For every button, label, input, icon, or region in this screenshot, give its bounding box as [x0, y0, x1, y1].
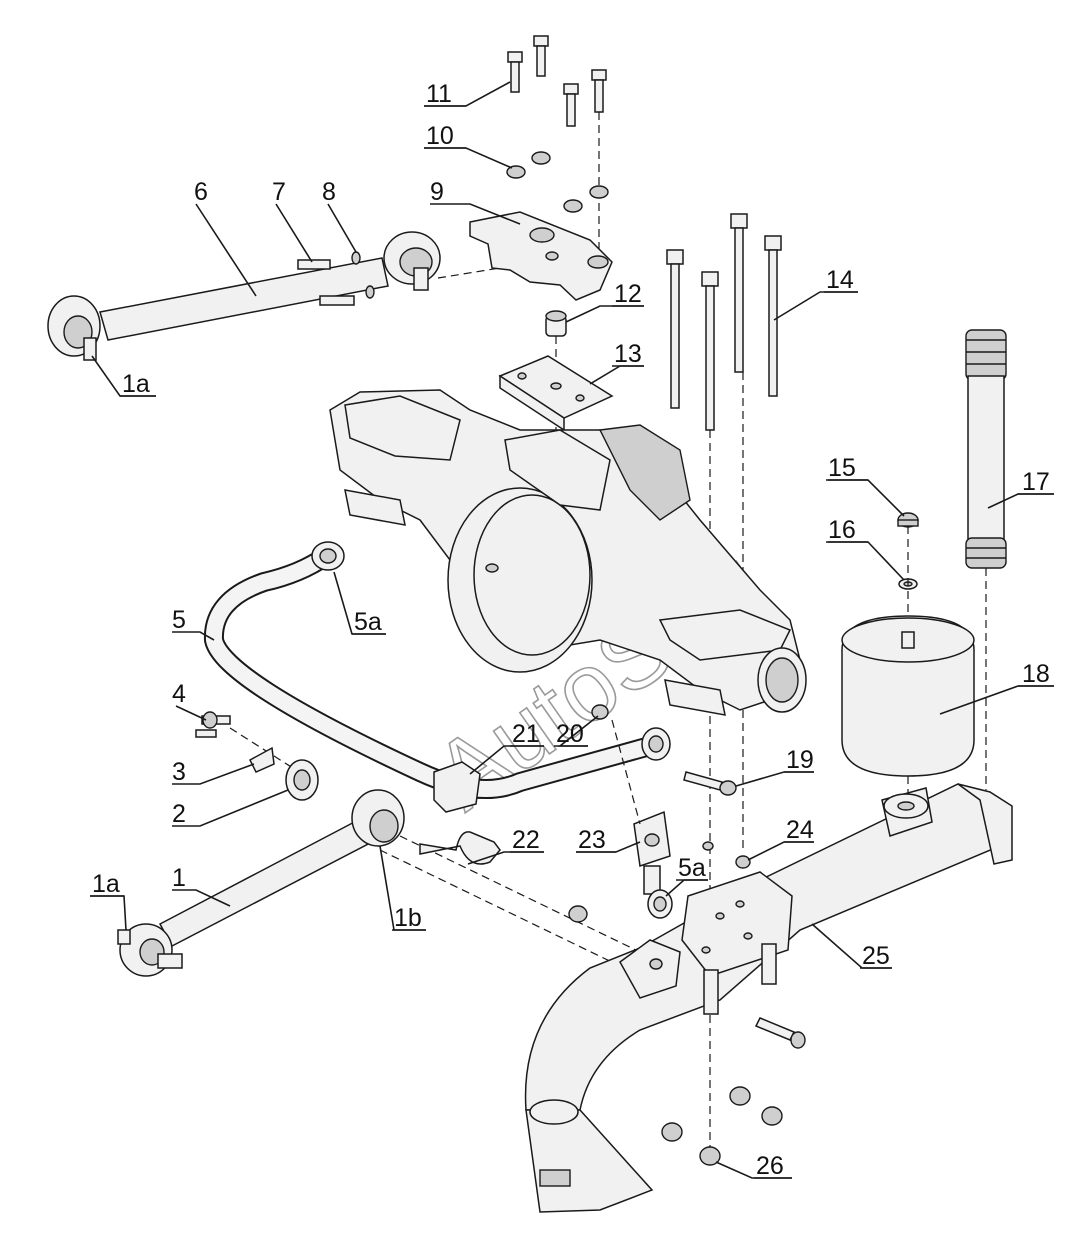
- label-1b: 1b: [394, 904, 422, 932]
- bolts-11: [507, 35, 607, 127]
- plate-13: [498, 355, 614, 432]
- label-8: 8: [322, 178, 336, 206]
- label-1a-top: 1a: [122, 370, 150, 398]
- small-nut: [568, 905, 588, 923]
- label-15: 15: [828, 454, 856, 482]
- label-5a-bottom: 5a: [678, 854, 706, 882]
- bushing-2: [285, 759, 319, 801]
- label-4: 4: [172, 680, 186, 708]
- label-6: 6: [194, 178, 208, 206]
- clamp-21: [433, 761, 481, 813]
- frame-25: [524, 783, 1013, 1213]
- nut-15: [897, 512, 919, 528]
- label-12: 12: [614, 280, 642, 308]
- label-9: 9: [430, 178, 444, 206]
- label-3: 3: [172, 758, 186, 786]
- label-23: 23: [578, 826, 606, 854]
- label-2: 2: [172, 800, 186, 828]
- label-18: 18: [1022, 660, 1050, 688]
- label-24: 24: [786, 816, 814, 844]
- stabilizer-bar-5: [203, 541, 671, 800]
- bracket-9: [469, 211, 613, 301]
- label-13: 13: [614, 340, 642, 368]
- label-underlines: [90, 105, 1054, 1179]
- bracket-22: [419, 831, 501, 865]
- bolt-19: [683, 771, 737, 796]
- upper-control-arm-6: [47, 231, 441, 361]
- label-20: 20: [556, 720, 584, 748]
- part-labels: 11 10 6 7 8 9 12 13 14 1a 15 16 17 5 5a …: [92, 80, 1050, 1180]
- label-19: 19: [786, 746, 814, 774]
- label-25: 25: [862, 942, 890, 970]
- label-1: 1: [172, 864, 186, 892]
- bolt-4: [195, 711, 231, 738]
- washer-3: [249, 746, 275, 773]
- label-5a-top: 5a: [354, 608, 382, 636]
- label-17: 17: [1022, 468, 1050, 496]
- nuts-26: [661, 1086, 783, 1166]
- axle-housing: [329, 389, 807, 716]
- frame-bolt: [754, 1017, 806, 1049]
- label-14: 14: [826, 266, 854, 294]
- label-21: 21: [512, 720, 540, 748]
- label-16: 16: [828, 516, 856, 544]
- label-26: 26: [756, 1152, 784, 1180]
- nuts-10: [506, 151, 609, 213]
- nut-24: [702, 841, 751, 869]
- drop-link-23: [633, 810, 673, 919]
- long-bolts-14: [666, 213, 782, 431]
- label-22: 22: [512, 826, 540, 854]
- label-10: 10: [426, 122, 454, 150]
- label-1a-bottom: 1a: [92, 870, 120, 898]
- label-11: 11: [426, 80, 452, 108]
- air-spring-18: [841, 615, 975, 777]
- bushing-12: [545, 310, 567, 337]
- lower-control-arm-1: [117, 789, 405, 977]
- label-5: 5: [172, 606, 186, 634]
- shock-absorber-17: [965, 329, 1007, 569]
- nut-20: [591, 704, 609, 720]
- label-7: 7: [272, 178, 286, 206]
